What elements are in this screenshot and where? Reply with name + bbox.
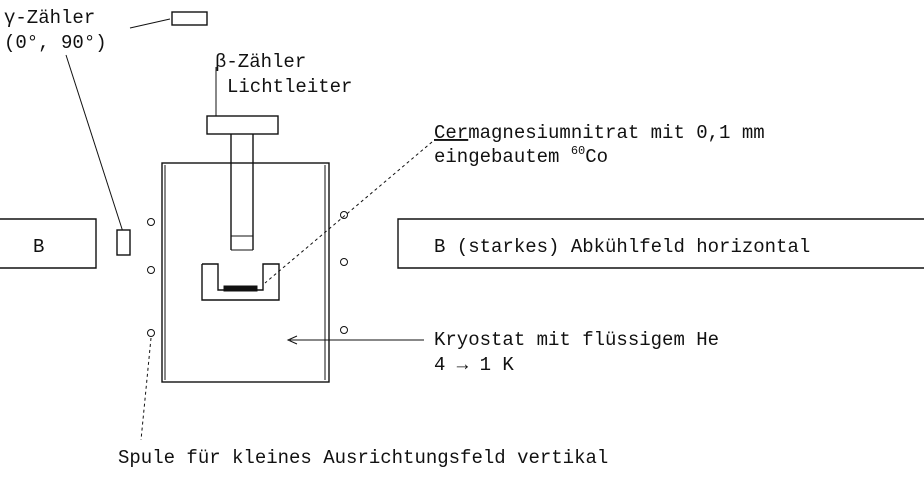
- coil-circle-right-1: [340, 211, 348, 219]
- cryostat-box: [161, 162, 330, 383]
- crystal-label-underlined: Cer: [434, 122, 468, 144]
- coil-label: Spule für kleines Ausrichtungsfeld verti…: [118, 447, 608, 469]
- coil-circle-left-2: [147, 266, 155, 274]
- crystal-label-superscript: 60: [571, 144, 585, 158]
- sample-holder: [201, 263, 280, 301]
- coil-leader-line: [140, 337, 152, 441]
- gamma-counter-leader: [65, 54, 124, 233]
- cryostat-leader-arrowhead: [286, 335, 298, 345]
- gamma-counter-label-line2: (0°, 90°): [4, 32, 107, 54]
- left-magnet-label: B: [33, 236, 44, 258]
- cryostat-label-line2: 4 → 1 K: [434, 354, 514, 376]
- gamma-counter: [116, 229, 131, 256]
- crystal-label-line2-a: eingebautem: [434, 146, 571, 168]
- coil-circle-right-2: [340, 258, 348, 266]
- coil-circle-left-1: [147, 218, 155, 226]
- gamma-label-leader-top: [129, 18, 171, 29]
- crystal-label-line2-b: Co: [585, 146, 608, 168]
- right-magnet-label: B (starkes) Abkühlfeld horizontal: [434, 236, 810, 258]
- light-guide-top-plate: [206, 115, 279, 135]
- beta-counter-label-line2: Lichtleiter: [227, 76, 352, 98]
- crystal-label-line1: Cermagnesiumnitrat mit 0,1 mm: [434, 122, 765, 144]
- cryostat-label-line1: Kryostat mit flüssigem He: [434, 329, 719, 351]
- coil-circle-left-3: [147, 329, 155, 337]
- right-magnet: [397, 218, 924, 269]
- crystal-leader-line: [264, 141, 433, 284]
- crystal-label-line2: eingebautem 60Co: [434, 144, 608, 168]
- gamma-counter-label-line1: γ-Zähler: [4, 7, 95, 29]
- left-magnet: [0, 218, 97, 269]
- gamma-counter-symbol: [171, 11, 208, 26]
- coil-circle-right-3: [340, 326, 348, 334]
- cerium-sample: [223, 285, 258, 292]
- beta-counter-label-line1: β-Zähler: [215, 51, 306, 73]
- crystal-label-rest: magnesiumnitrat mit 0,1 mm: [468, 122, 764, 144]
